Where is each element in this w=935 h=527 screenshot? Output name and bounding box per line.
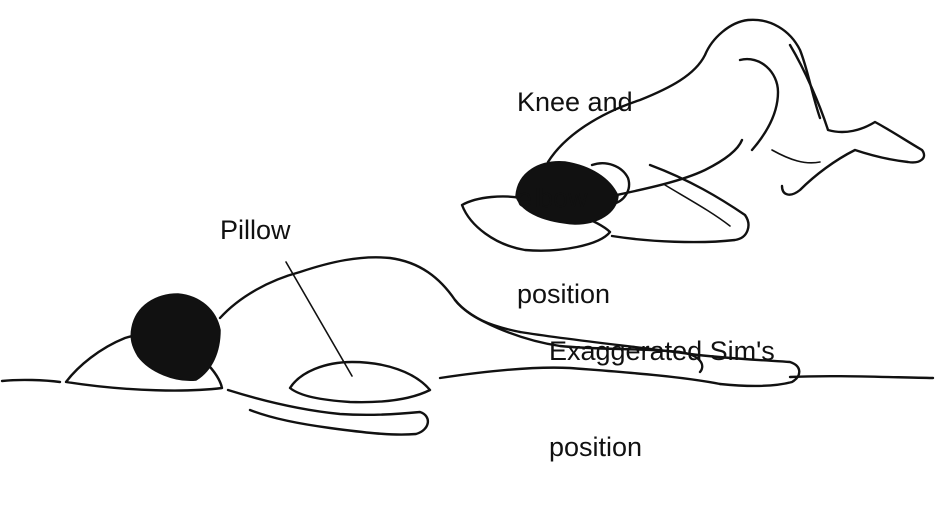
sims-back [220, 257, 520, 332]
sims-arm [228, 390, 428, 435]
pillow-label: Pillow [220, 214, 291, 246]
knee-elbow-thigh [740, 59, 778, 150]
knee-elbow-label-line2: elbow [517, 182, 633, 214]
pillow-pointer-line [286, 262, 352, 376]
sims-body-pillow [290, 362, 430, 402]
knee-elbow-arm-inner [665, 185, 730, 226]
sims-label: Exaggerated Sim's position [549, 271, 775, 527]
positions-drawing [0, 0, 935, 439]
illustration-canvas: Knee and elbow position Pillow Exaggerat… [0, 0, 935, 439]
knee-elbow-leg [782, 45, 924, 195]
sims-label-line1: Exaggerated Sim's [549, 335, 775, 367]
knee-elbow-knee [772, 150, 820, 163]
sims-label-line2: position [549, 431, 775, 463]
knee-elbow-label-line1: Knee and [517, 86, 633, 118]
sims-hair [131, 294, 220, 380]
